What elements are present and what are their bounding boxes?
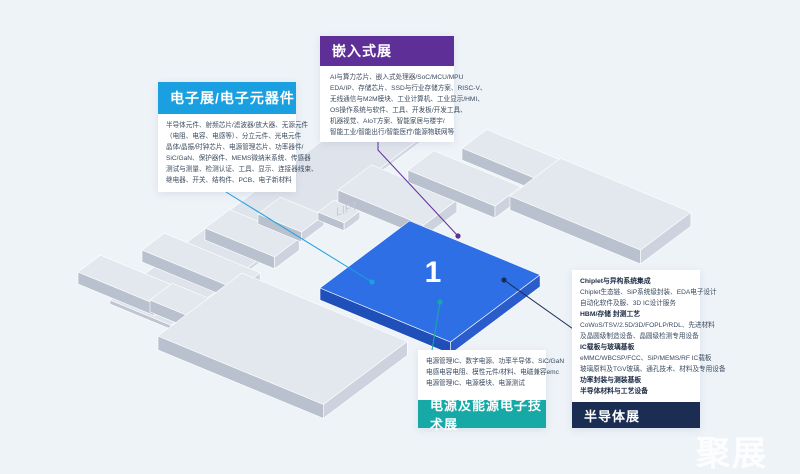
semiconductor-exhibit-title: 半导体展 (572, 402, 700, 428)
embedded-leader-line-dot (455, 233, 461, 239)
semi-line: Chiplet生态链、SiP系统级封装、EDA电子设计 (580, 289, 717, 296)
booth-block-k (509, 157, 692, 265)
electronics-leader-line-dot (369, 279, 375, 285)
power-leader-line (431, 301, 441, 351)
power-exhibit-title: 电源及能源电子技术展 (418, 398, 546, 432)
electronics-line: （电阻、电容、电感等）、分立元件、光电元件 (166, 133, 302, 140)
hall-number: 1 (424, 256, 442, 289)
electronics-line: 晶体/晶振/时钟芯片、电源管理芯片、功率器件/ (166, 144, 304, 151)
watermark-logo: 聚展 (696, 435, 768, 473)
power-line: 电源管理IC、数字电源、功率半导体、SiC/GaN (426, 358, 565, 365)
power-leader-line-dot (437, 299, 443, 305)
semi-line: 半导体材料与工艺设备 (580, 388, 648, 395)
semi-section-heading: Chiplet与异构系统集成 (580, 278, 651, 285)
semi-section-heading: HBM/存储 封测工艺 (580, 311, 641, 318)
booth-block-f (257, 196, 325, 243)
electronics-line: 半导体元件、射频芯片/滤波器/放大器、无源元件 (166, 122, 309, 129)
electronics-leader-line (225, 191, 373, 283)
semiconductor-leader-line-dot (501, 277, 507, 283)
embedded-exhibit-card: 嵌入式展 AI与算力芯片、嵌入式处理器/SoC/MCU/MPU EDA/IP、存… (320, 36, 487, 142)
semi-section-heading: IC载板与玻璃基板 (580, 344, 635, 351)
embedded-exhibit-title: 嵌入式展 (320, 36, 454, 66)
semi-section-heading: 功率封装与测装基板 (580, 377, 642, 384)
electronics-exhibit-card: 电子展/电子元器件 半导体元件、射频芯片/滤波器/放大器、无源元件 （电阻、电容… (158, 82, 318, 192)
embedded-line: 机器视觉、AIoT方案、智能家居与楼宇/ (330, 118, 445, 125)
power-exhibit-card: 电源管理IC、数字电源、功率半导体、SiC/GaN 电感电容电阻、模性元件/材料… (418, 350, 565, 432)
embedded-line: OS操作系统与软件、工具、开发板/开发工具、 (330, 107, 467, 114)
embedded-leader-line (377, 142, 459, 237)
semi-line: CoWoS/TSV/2.5D/3D/FOPLP/RDL、先进材料 (580, 322, 715, 329)
electronics-line: 测试与测量、检测认证、工具、显示、连接器线束、 (166, 166, 318, 173)
hall-1-block (319, 220, 541, 355)
semiconductor-exhibit-card: Chiplet与异构系统集成 Chiplet生态链、SiP系统级封装、EDA电子… (572, 270, 726, 428)
electronics-line: SiC/GaN、保护器件、MEMS微纳米系统、传感器 (166, 155, 311, 162)
embedded-line: EDA/IP、存储芯片、SSD与行业存储方案、RISC-V、 (330, 85, 487, 92)
embedded-line: 智能工业/智能出行/智能医疗/能源物联网等 (330, 129, 455, 136)
power-exhibit-list: 电源管理IC、数字电源、功率半导体、SiC/GaN 电感电容电阻、模性元件/材料… (418, 350, 565, 400)
semiconductor-exhibit-list: Chiplet与异构系统集成 Chiplet生态链、SiP系统级封装、EDA电子… (572, 270, 726, 402)
semi-line: eMMC/WBCSP/FCC、SiP/MEMS/RF IC载板 (580, 355, 712, 362)
semi-line: 玻璃原料及TGV玻璃、通孔技术、材料及专用设备 (580, 366, 726, 373)
electronics-exhibit-title: 电子展/电子元器件 (158, 82, 296, 114)
power-line: 电感电容电阻、模性元件/材料、电磁兼容emc (426, 369, 559, 376)
power-line: 电源管理IC、电源模块、电源测试 (426, 380, 525, 387)
embedded-line: AI与算力芯片、嵌入式处理器/SoC/MCU/MPU (330, 74, 464, 81)
semi-line: 及晶圆级制造设备、晶圆级检测专用设备 (580, 333, 699, 340)
embedded-exhibit-list: AI与算力芯片、嵌入式处理器/SoC/MCU/MPU EDA/IP、存储芯片、S… (320, 66, 487, 138)
semi-line: 自动化软件及服、3D IC设计服务 (580, 300, 676, 307)
booth-block-d (157, 272, 408, 419)
electronics-line: 继电器、开关、结构件、PCB、电子新材料 (166, 177, 292, 184)
electronics-exhibit-list: 半导体元件、射频芯片/滤波器/放大器、无源元件 （电阻、电容、电感等）、分立元件… (158, 114, 318, 186)
booth-block-e (204, 209, 300, 270)
embedded-line: 无线通信与M2M模块、工业计算机、工业显示/HMI、 (330, 96, 484, 103)
